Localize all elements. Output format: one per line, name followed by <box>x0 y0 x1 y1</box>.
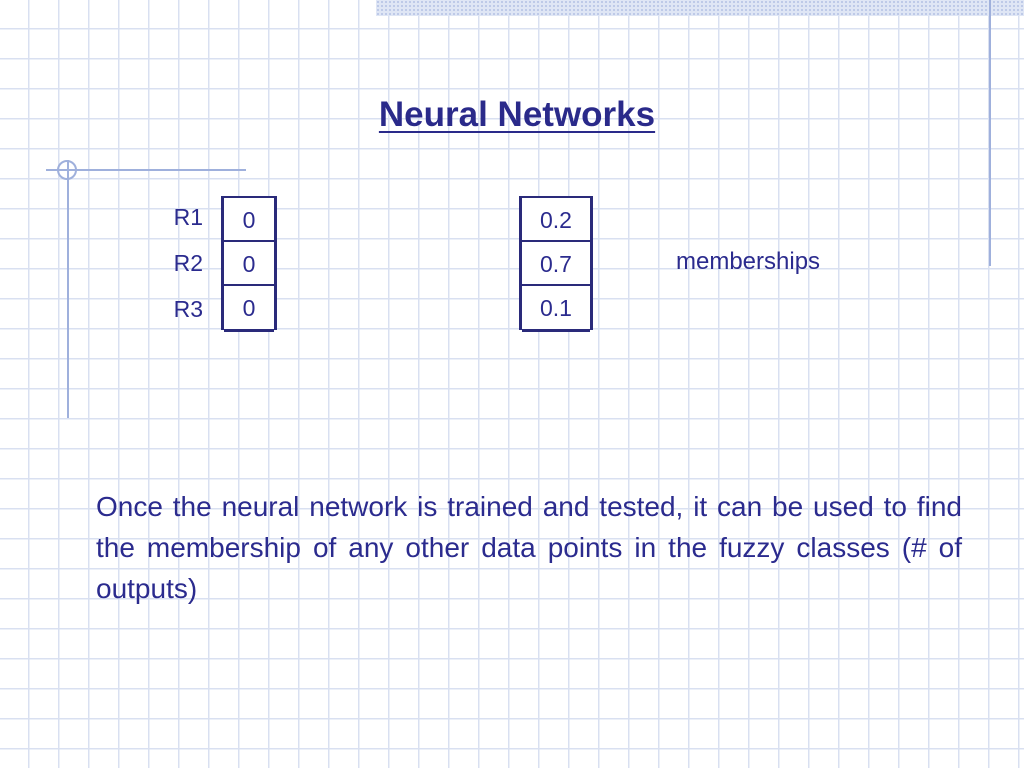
input-cell-r3: 0 <box>224 286 274 332</box>
output-cell-r3: 0.1 <box>522 286 590 332</box>
input-vector: 0 0 0 <box>221 196 277 332</box>
row-label-r3: R3 <box>173 296 203 322</box>
output-vector: 0.2 0.7 0.1 <box>519 196 593 332</box>
left-vertical-rule <box>67 160 69 418</box>
row-label-r2: R2 <box>173 250 203 276</box>
output-vector-top-border <box>522 196 590 198</box>
input-cell-r2: 0 <box>224 242 274 286</box>
slide-title: Neural Networks <box>378 95 656 134</box>
left-horizontal-rule <box>46 169 246 171</box>
memberships-caption: memberships <box>676 248 821 275</box>
body-paragraph: Once the neural network is trained and t… <box>96 491 962 604</box>
output-cell-r2: 0.7 <box>522 242 590 286</box>
input-cell-r1: 0 <box>224 198 274 242</box>
output-cell-r1: 0.2 <box>522 198 590 242</box>
top-decorative-band <box>376 0 1024 16</box>
input-vector-top-border <box>224 196 274 198</box>
row-label-r1: R1 <box>173 204 203 230</box>
corner-ring-ornament <box>57 160 77 180</box>
right-vertical-rule <box>989 0 991 266</box>
